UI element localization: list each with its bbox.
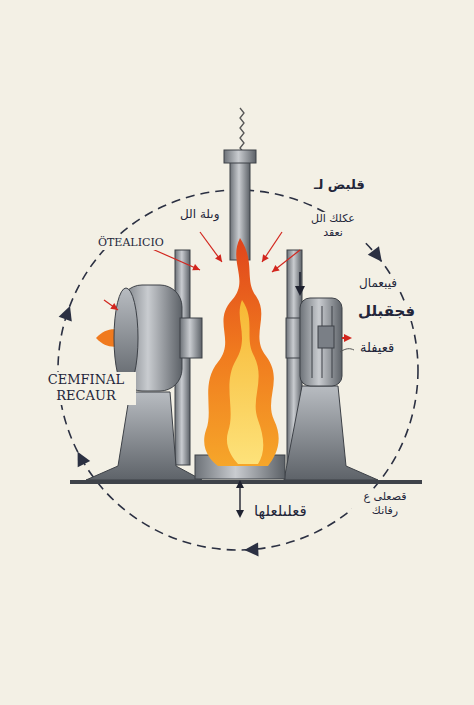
double-arrowhead-down [236,510,244,518]
vertical-double-arrow [239,486,240,512]
part-label: قصعلى ع رفانك [352,490,418,518]
part-label: عكلك الل نعقد [300,212,366,240]
chain [240,108,244,153]
part-label: فجقبلل [356,302,417,321]
part-label: وىلة الل [178,207,221,222]
part-label: قلبض لـ [312,177,367,193]
base-plate [70,480,422,484]
left-pedestal [86,392,202,480]
right-pedestal [284,386,378,480]
right-motor [300,298,342,386]
curved-leader [340,349,354,352]
down-arrow [299,272,301,288]
motor-box [318,326,334,348]
part-label: قعيفلة [358,340,396,356]
heat-arrowheads [110,254,279,313]
rod-cap [224,150,256,163]
cycle-circle [58,190,418,550]
output-arrowhead [344,334,352,342]
left-coupling [180,318,202,358]
flame [204,238,278,466]
part-label: قعلىلعلها [252,502,309,521]
down-arrowhead [295,286,305,296]
flame-core [227,300,263,464]
part-label: ÖTEALICIO [96,236,166,250]
part-label: فيبعمال [357,276,399,291]
part-label: CEMFINAL RECAUR [36,372,136,405]
double-arrowhead-up [236,480,244,488]
